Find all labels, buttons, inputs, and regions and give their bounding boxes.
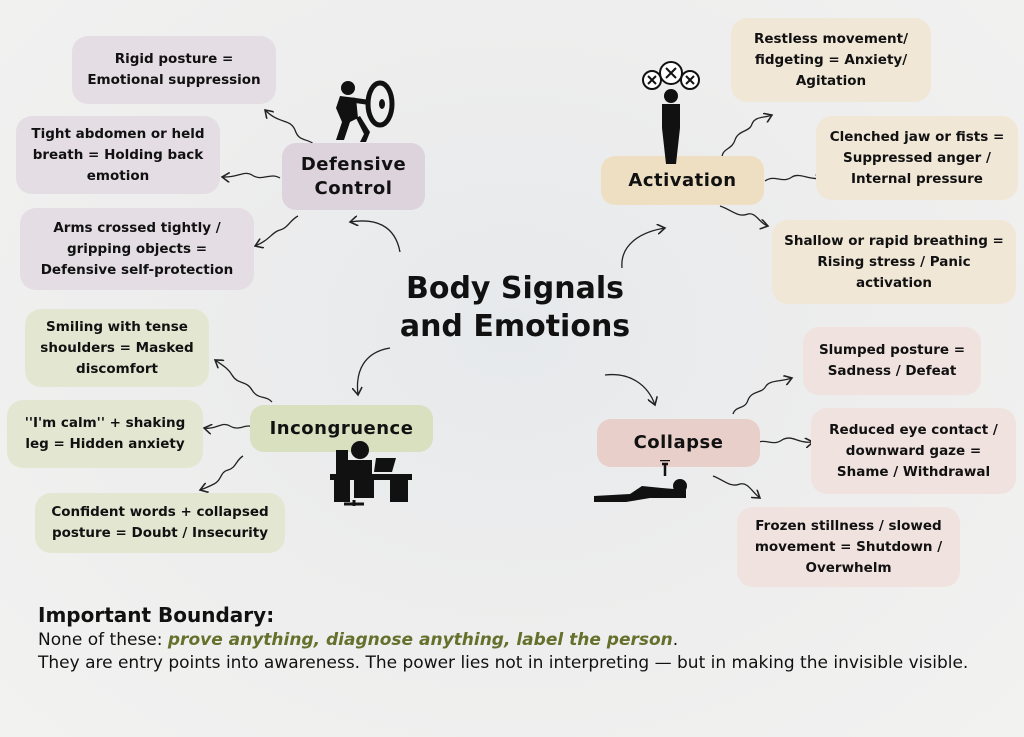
category-collapse: Collapse (597, 419, 760, 467)
boundary-prefix: None of these: (38, 630, 168, 650)
arrow-collapse-2 (754, 438, 813, 444)
signal-text: Slumped posture = Sadness / Defeat (818, 342, 966, 379)
category-label-line-1: Defensive (300, 153, 407, 175)
category-label: Incongruence (269, 417, 414, 439)
boundary-line-1: None of these: prove anything, diagnose … (38, 629, 998, 652)
arrow-center-incongruence (357, 347, 391, 395)
signal-confident-collapsed: Confident words + collapsed posture = Do… (35, 493, 285, 553)
boundary-suffix: . (672, 630, 679, 650)
arrow-defensive-3 (255, 215, 299, 246)
signal-tight-abdomen: Tight abdomen or held breath = Holding b… (16, 116, 220, 194)
arrow-center-defensive (350, 221, 401, 253)
signal-slumped-posture: Slumped posture = Sadness / Defeat (803, 327, 981, 395)
title-line-1: Body Signals (405, 271, 625, 306)
title-line-2: and Emotions (399, 309, 631, 344)
person-with-shield-icon (336, 80, 395, 142)
signal-text: Reduced eye contact / downward gaze = Sh… (829, 421, 998, 480)
person-lying-down-icon (594, 460, 687, 502)
signal-restless-movement: Restless movement/ fidgeting = Anxiety/ … (731, 18, 931, 102)
arrow-activation-2 (764, 175, 824, 181)
signal-text: ''I'm calm'' + shaking leg = Hidden anxi… (24, 415, 186, 452)
signal-text: Rigid posture = Emotional suppression (87, 51, 261, 88)
category-label: Collapse (633, 432, 724, 453)
arrow-incongruence-1 (215, 360, 273, 403)
arrow-activation-3 (719, 205, 768, 226)
signal-frozen-stillness: Frozen stillness / slowed movement = Shu… (737, 507, 960, 587)
anxious-person-icon (642, 61, 700, 164)
diagram-title: Body Signals and Emotions (370, 270, 660, 346)
signal-text: Tight abdomen or held breath = Holding b… (31, 125, 205, 184)
category-activation: Activation (601, 156, 764, 205)
signal-text: Restless movement/ fidgeting = Anxiety/ … (753, 30, 909, 89)
signal-text: Smiling with tense shoulders = Masked di… (40, 318, 194, 377)
arrow-incongruence-2 (204, 424, 255, 428)
arrow-incongruence-3 (200, 455, 244, 490)
signal-rigid-posture: Rigid posture = Emotional suppression (72, 36, 276, 104)
boundary-highlight: prove anything, diagnose anything, label… (167, 630, 673, 650)
arrow-activation-1 (721, 115, 772, 159)
arrow-collapse-1 (732, 378, 792, 415)
signal-text: Confident words + collapsed posture = Do… (51, 504, 269, 541)
category-label-line-2: Control (314, 177, 393, 199)
arrow-defensive-1 (265, 110, 319, 151)
signal-text: Frozen stillness / slowed movement = Shu… (754, 517, 943, 576)
signal-arms-crossed: Arms crossed tightly / gripping objects … (20, 208, 254, 290)
category-label: Activation (628, 169, 737, 191)
arrow-defensive-2 (222, 173, 281, 178)
signal-reduced-eye-contact: Reduced eye contact / downward gaze = Sh… (811, 408, 1016, 494)
signal-clenched-jaw: Clenched jaw or fists = Suppressed anger… (816, 116, 1018, 200)
category-incongruence: Incongruence (250, 405, 433, 452)
boundary-title: Important Boundary: (38, 603, 275, 627)
boundary-line-2: They are entry points into awareness. Th… (38, 653, 969, 673)
signal-text: Clenched jaw or fists = Suppressed anger… (829, 128, 1005, 187)
signal-calm-shaking-leg: ''I'm calm'' + shaking leg = Hidden anxi… (7, 400, 203, 468)
important-boundary-note: Important Boundary: None of these: prove… (38, 603, 998, 675)
signal-text: Arms crossed tightly / gripping objects … (40, 219, 234, 278)
stressed-person-at-desk-icon (330, 441, 412, 506)
arrow-center-collapse (604, 373, 655, 405)
signal-shallow-breathing: Shallow or rapid breathing = Rising stre… (772, 220, 1016, 304)
category-defensive-control: Defensive Control (282, 143, 425, 210)
arrow-center-activation (621, 228, 665, 269)
signal-smiling-tense-shoulders: Smiling with tense shoulders = Masked di… (25, 309, 209, 387)
arrow-collapse-3 (712, 475, 760, 498)
signal-text: Shallow or rapid breathing = Rising stre… (784, 232, 1004, 291)
